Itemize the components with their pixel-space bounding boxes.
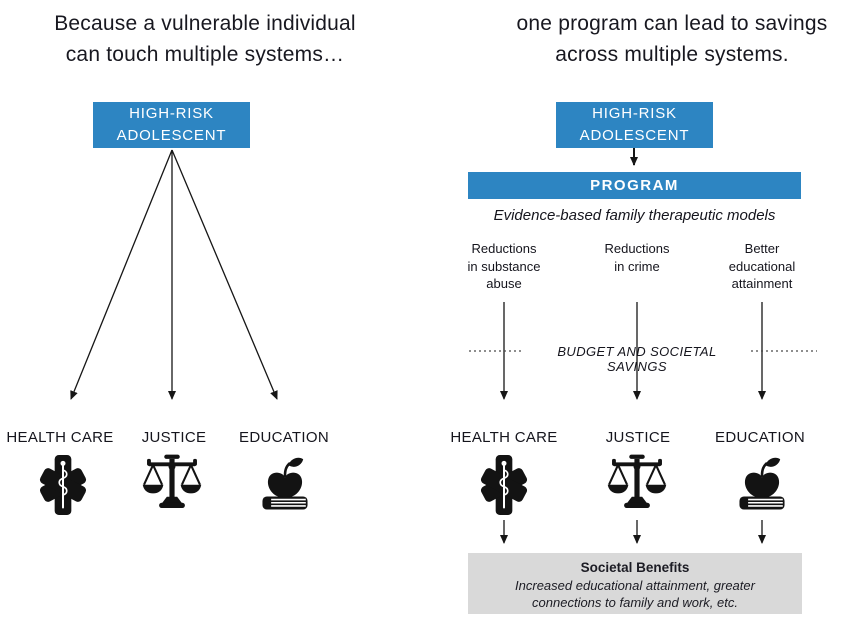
- right-high-risk-box: HIGH-RISK ADOLESCENT: [556, 102, 713, 148]
- outcome-substance-abuse: Reductions in substance abuse: [467, 241, 541, 291]
- outcome-education: Better educational attainment: [728, 241, 796, 291]
- program-subtitle: Evidence-based family therapeutic models: [493, 207, 776, 224]
- left-label-health-care: HEALTH CARE: [6, 429, 114, 446]
- left-fan-arrows: [70, 149, 278, 400]
- benefits-title: Societal Benefits: [580, 560, 690, 575]
- benefit-arrows: [500, 520, 766, 544]
- scales-icon: [607, 454, 667, 508]
- benefits-body: Increased educational attainment, greate…: [515, 578, 755, 610]
- savings-band-label: BUDGET AND SOCIETAL SAVINGS: [557, 344, 717, 374]
- right-label-justice: JUSTICE: [605, 429, 671, 446]
- left-title: Because a vulnerable individual can touc…: [54, 12, 356, 66]
- outcome-crime: Reductions in crime: [604, 241, 670, 274]
- apple-book-icon: [739, 457, 785, 510]
- scales-icon: [142, 454, 202, 508]
- right-label-health-care: HEALTH CARE: [450, 429, 558, 446]
- left-high-risk-box: HIGH-RISK ADOLESCENT: [93, 102, 250, 148]
- star-of-life-icon: [39, 455, 87, 515]
- star-of-life-icon: [480, 455, 528, 515]
- right-label-education: EDUCATION: [715, 429, 805, 446]
- left-label-education: EDUCATION: [239, 429, 329, 446]
- left-label-justice: JUSTICE: [141, 429, 207, 446]
- apple-book-icon: [262, 457, 308, 510]
- program-bar: PROGRAM: [468, 172, 801, 199]
- right-title: one program can lead to savings across m…: [516, 12, 828, 66]
- societal-benefits-box: Societal Benefits Increased educational …: [468, 553, 802, 614]
